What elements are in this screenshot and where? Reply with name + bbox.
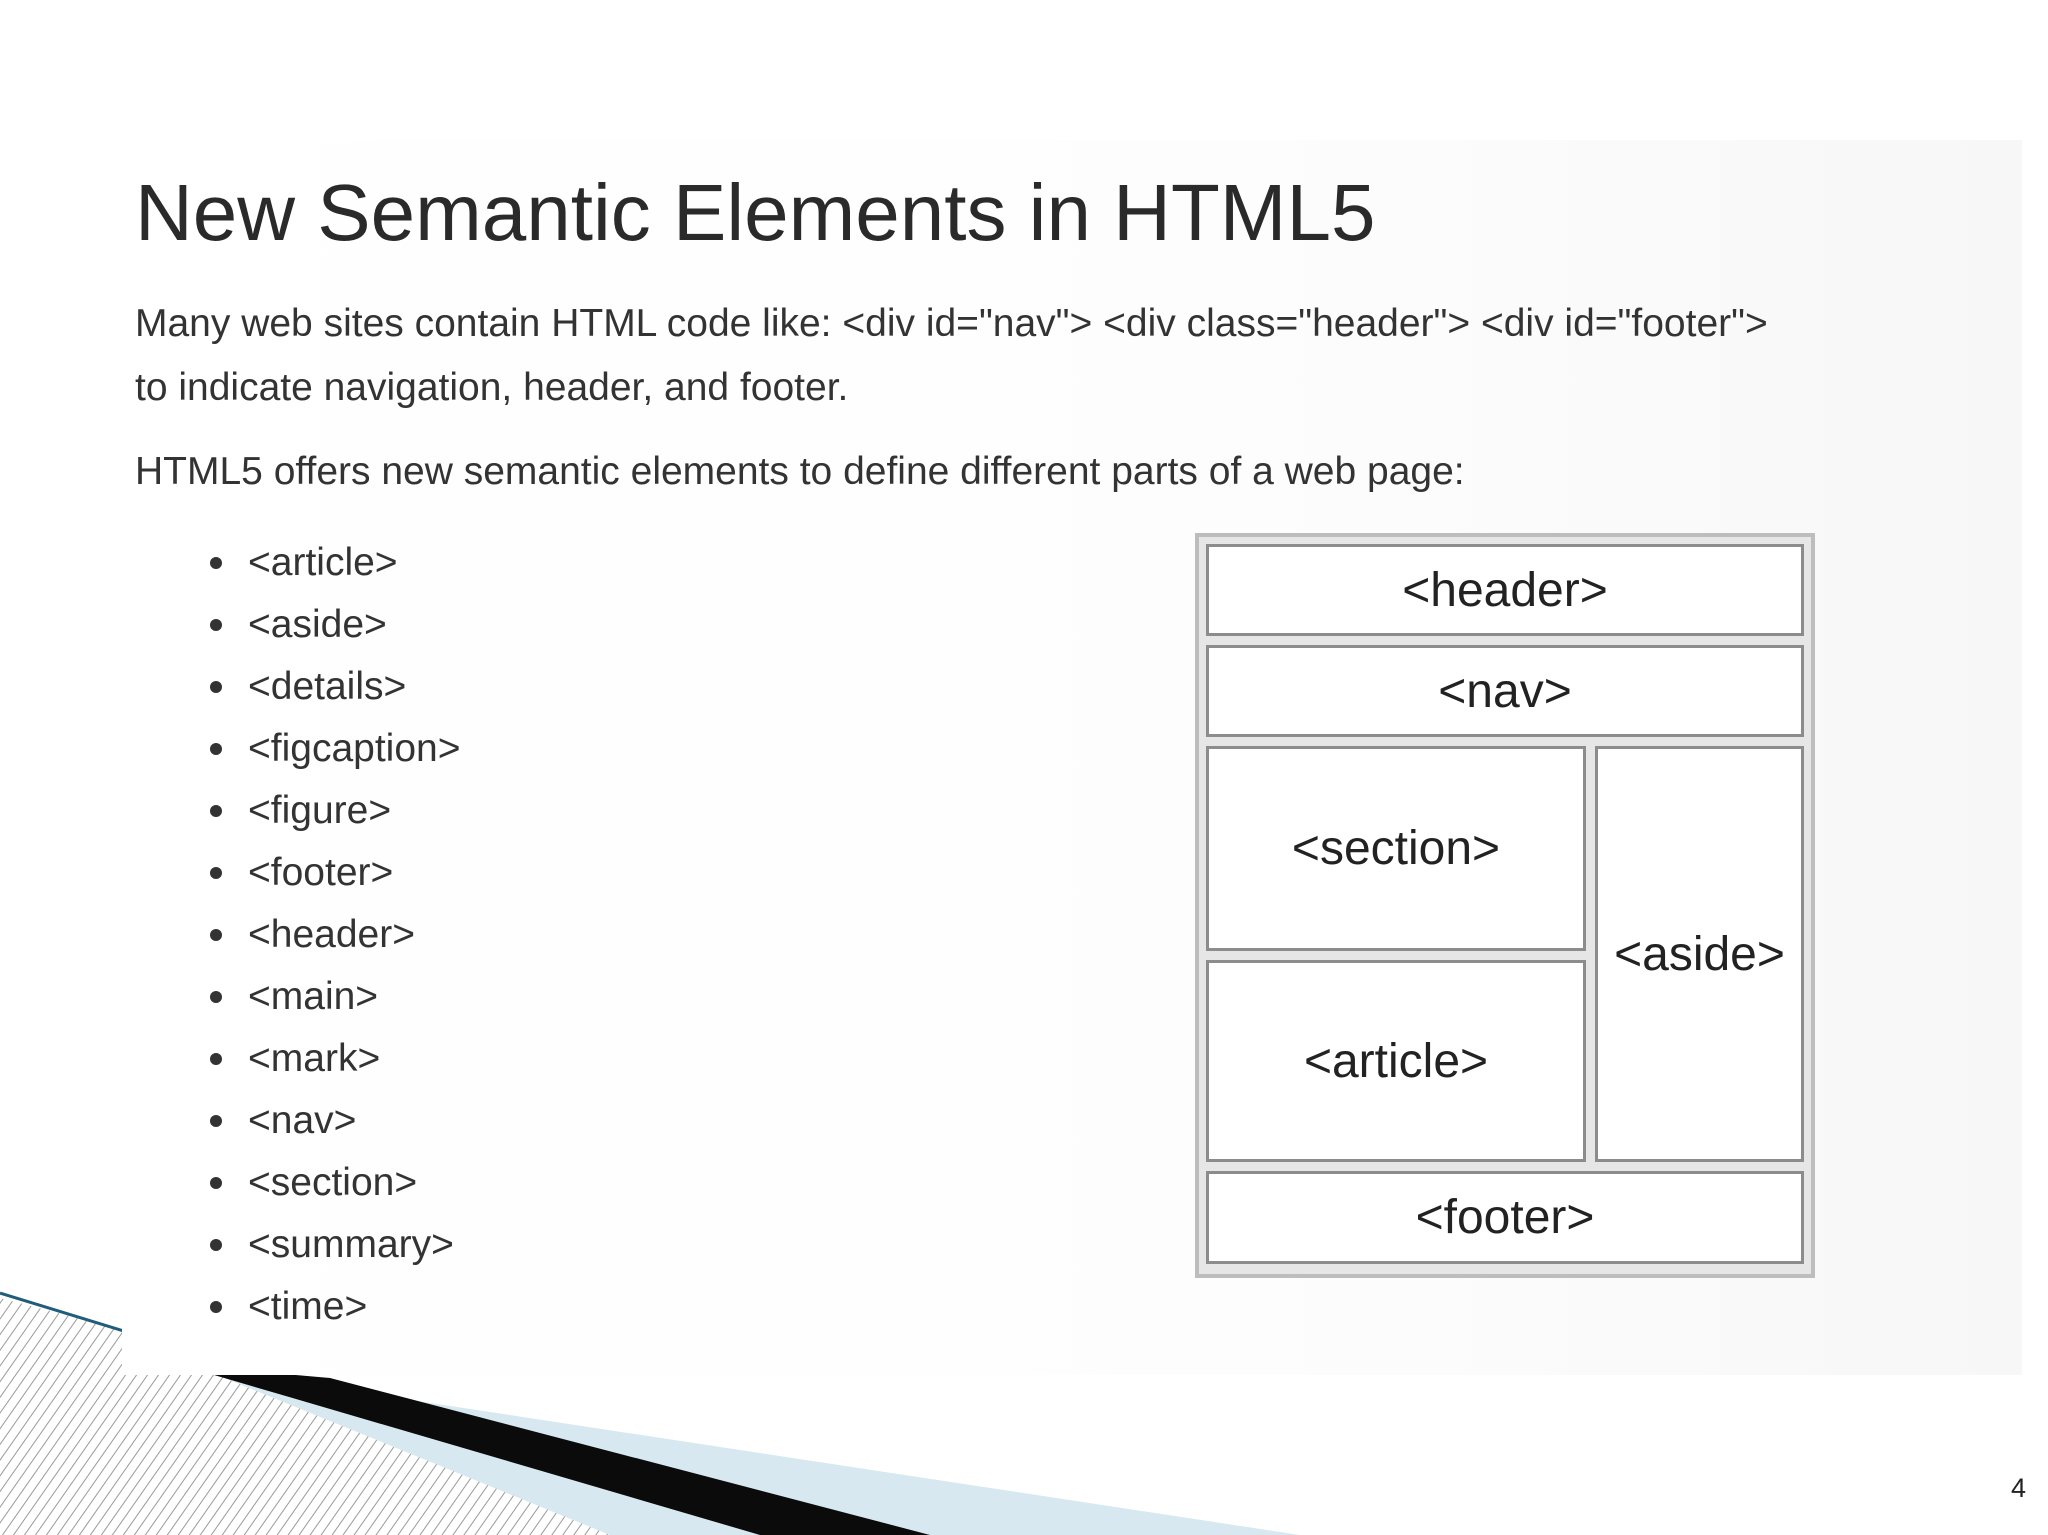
semantic-elements-list: <article> <aside> <details> <figcaption>… [196, 532, 461, 1338]
list-item-label: <section> [248, 1161, 418, 1204]
list-item-label: <header> [248, 913, 415, 956]
page-number: 4 [2010, 1473, 2026, 1503]
diagram-header-box: <header> [1206, 544, 1804, 636]
list-item: <mark> [196, 1028, 461, 1090]
bullet-icon [210, 867, 222, 879]
list-item-label: <summary> [248, 1223, 454, 1266]
list-item: <aside> [196, 594, 461, 656]
list-item: <figcaption> [196, 718, 461, 780]
list-item: <time> [196, 1276, 461, 1338]
list-item: <article> [196, 532, 461, 594]
list-item-label: <figure> [248, 789, 392, 832]
list-item: <section> [196, 1152, 461, 1214]
diagram-nav-box: <nav> [1206, 645, 1804, 737]
bullet-icon [210, 929, 222, 941]
bullet-icon [210, 557, 222, 569]
list-item: <figure> [196, 780, 461, 842]
list-item-label: <figcaption> [248, 727, 461, 770]
diagram-aside-box: <aside> [1595, 746, 1804, 1162]
intro-line-2: to indicate navigation, header, and foot… [135, 366, 849, 409]
intro-paragraph: Many web sites contain HTML code like: <… [135, 292, 1995, 420]
bullet-icon [210, 1239, 222, 1251]
list-item-label: <nav> [248, 1099, 357, 1142]
list-item-label: <time> [248, 1285, 368, 1328]
diagram-footer-box: <footer> [1206, 1171, 1804, 1264]
offers-text: HTML5 offers new semantic elements to de… [135, 450, 1465, 493]
bullet-icon [210, 681, 222, 693]
decor-black-band [180, 1365, 930, 1535]
list-item-label: <aside> [248, 603, 387, 646]
list-item-label: <details> [248, 665, 407, 708]
decor-teal-line [0, 1291, 141, 1338]
bullet-icon [210, 743, 222, 755]
list-item: <details> [196, 656, 461, 718]
bullet-icon [210, 805, 222, 817]
list-item: <nav> [196, 1090, 461, 1152]
bullet-icon [210, 619, 222, 631]
list-item: <summary> [196, 1214, 461, 1276]
bullet-icon [210, 1115, 222, 1127]
bullet-icon [210, 1301, 222, 1313]
list-item-label: <article> [248, 541, 398, 584]
intro-line-1: Many web sites contain HTML code like: <… [135, 302, 1768, 345]
diagram-section-box: <section> [1206, 746, 1586, 951]
bullet-icon [210, 1177, 222, 1189]
list-item-label: <main> [248, 975, 379, 1018]
slide-title: New Semantic Elements in HTML5 [135, 168, 1376, 257]
list-item: <header> [196, 904, 461, 966]
decor-light-blue-band [200, 1368, 1300, 1535]
list-item: <main> [196, 966, 461, 1028]
bullet-icon [210, 1053, 222, 1065]
diagram-article-box: <article> [1206, 960, 1586, 1162]
list-item-label: <footer> [248, 851, 394, 894]
bullet-icon [210, 991, 222, 1003]
list-item: <footer> [196, 842, 461, 904]
page-layout-diagram: <header> <nav> <section> <article> <asid… [1195, 533, 1815, 1278]
list-item-label: <mark> [248, 1037, 381, 1080]
